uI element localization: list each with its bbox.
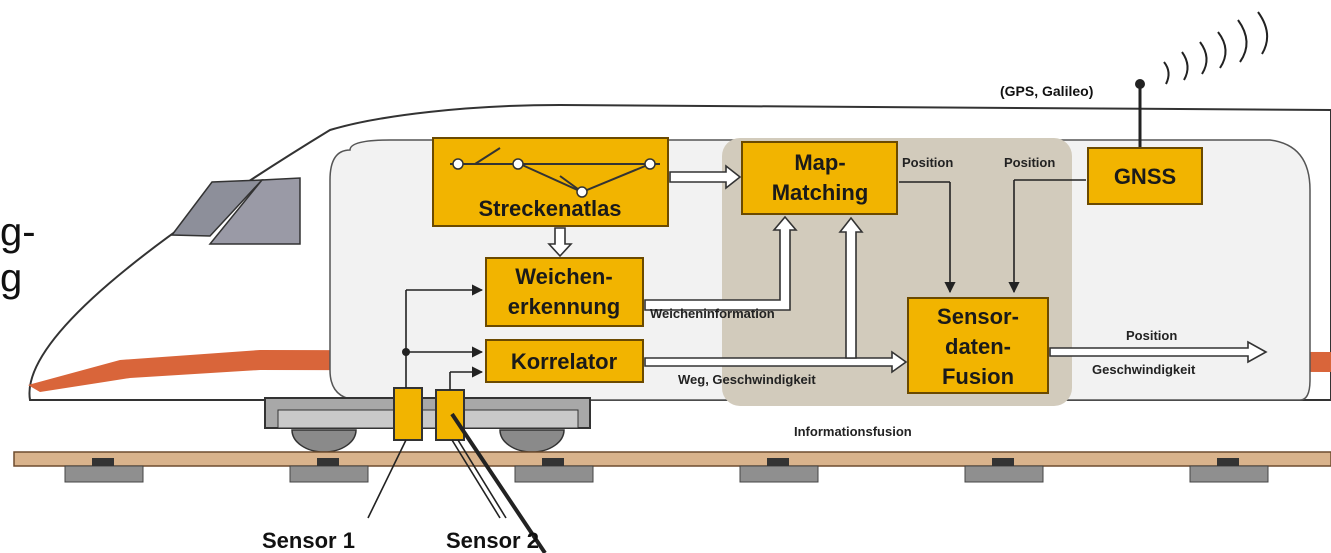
sensor-2-cable — [450, 412, 547, 553]
bogie-lower — [277, 409, 579, 429]
gnss-box — [1087, 147, 1203, 205]
position-label-mm: Position — [902, 155, 953, 170]
korrelator-box — [485, 339, 644, 383]
sensordatenfusion-label-3: Fusion — [942, 364, 1014, 389]
streckenatlas-label: Streckenatlas — [478, 196, 621, 221]
korrelator-label: Korrelator — [511, 349, 618, 374]
wheel-left — [291, 429, 357, 453]
signal-waves-icon — [1163, 11, 1269, 85]
sensordatenfusion-box — [907, 297, 1049, 394]
sensor-2-block — [435, 389, 465, 441]
antenna-tip — [1135, 79, 1145, 89]
weg-geschwindigkeit-label: Weg, Geschwindigkeit — [678, 372, 816, 387]
sensordatenfusion-label-2: daten- — [945, 334, 1011, 359]
signal-lines — [367, 179, 1086, 519]
map-matching-label-2: Matching — [772, 180, 869, 205]
sleepers — [64, 458, 1269, 483]
rail — [13, 451, 1331, 467]
gnss-note: (GPS, Galileo) — [1000, 83, 1093, 99]
output-position-label: Position — [1126, 328, 1177, 343]
sensordatenfusion-label-1: Sensor- — [937, 304, 1019, 329]
track-map-icon — [450, 147, 660, 194]
junction-dot — [402, 348, 410, 356]
streckenatlas-box — [432, 137, 669, 227]
weichenerkennung-label-2: erkennung — [508, 294, 620, 319]
hollow-arrows — [547, 164, 1268, 374]
weichenerkennung-box — [485, 257, 644, 327]
position-label-gnss: Position — [1004, 155, 1055, 170]
train-window-2 — [208, 177, 301, 245]
weichenerkennung-label-1: Weichen- — [515, 264, 612, 289]
sensor-2-label: Sensor 2 — [446, 528, 539, 553]
sensor-1-label: Sensor 1 — [262, 528, 355, 553]
gnss-label: GNSS — [1114, 164, 1176, 189]
sensor-1-block — [393, 387, 423, 441]
left-fragment-line2: g — [0, 256, 23, 300]
map-matching-box — [741, 141, 898, 215]
track-nodes — [452, 158, 656, 198]
map-matching-label-1: Map- — [794, 150, 845, 175]
left-fragment-line1: g- — [0, 210, 36, 254]
output-geschwindigkeit-label: Geschwindigkeit — [1092, 362, 1196, 377]
wheel-right — [499, 429, 565, 453]
informationsfusion-label: Informationsfusion — [794, 424, 912, 439]
weicheninformation-label: Weicheninformation — [650, 306, 775, 321]
